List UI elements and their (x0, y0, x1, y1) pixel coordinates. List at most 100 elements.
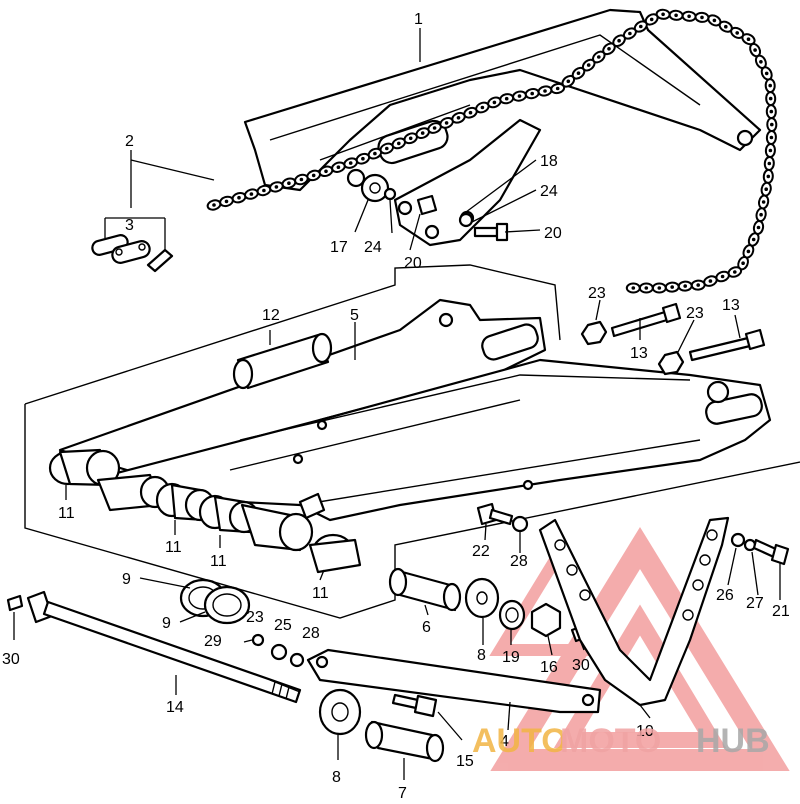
collar-6 (388, 567, 462, 612)
chain-pin (741, 261, 745, 266)
bolt-13-lower (688, 328, 766, 362)
chain-pin (249, 192, 254, 196)
chain-pin (432, 126, 437, 130)
washer-28-right (511, 515, 529, 533)
chain-pin (468, 110, 473, 115)
washer-8-lower-hole (331, 702, 349, 722)
pivot-bushings (48, 448, 362, 574)
chain-pin (759, 60, 763, 64)
callout-12: 12 (262, 307, 280, 324)
bolt-21 (752, 538, 790, 566)
chain-pin (420, 131, 425, 135)
chain-pin (444, 121, 449, 125)
chain-pin (761, 200, 766, 204)
callout-29: 29 (204, 633, 222, 650)
chain-pin (224, 199, 229, 204)
callout-8-lower: 8 (332, 769, 341, 786)
chain-pin (555, 86, 560, 91)
callout-14: 14 (166, 699, 184, 716)
nut-23-lower (657, 350, 685, 376)
leader-lines (13, 28, 781, 780)
nut-23-upper (580, 320, 608, 346)
callout-2: 2 (125, 133, 134, 150)
chain-pin (768, 83, 772, 88)
washer-19-hole (505, 607, 519, 623)
callout-27: 27 (746, 595, 764, 612)
callout-21: 21 (772, 603, 790, 620)
callout-7: 7 (398, 785, 407, 802)
callout-18: 18 (540, 153, 558, 170)
washer-24-left (383, 187, 397, 201)
callout-3: 3 (125, 217, 134, 234)
chain-pin (397, 141, 401, 146)
chain-pin (586, 63, 591, 67)
chain-pin (262, 188, 266, 193)
chain-pin (756, 225, 761, 230)
chain-pin (530, 91, 534, 96)
callout-6: 6 (422, 619, 431, 636)
collar-17 (360, 173, 390, 203)
chain-pin (274, 185, 279, 189)
chain-pin (769, 109, 774, 114)
chain-pin (480, 105, 485, 110)
callout-5: 5 (350, 307, 359, 324)
callout-22: 22 (472, 543, 490, 560)
callout-1: 1 (414, 11, 423, 28)
washer-8-lower (318, 688, 362, 736)
chain-pin (769, 135, 774, 140)
chain-pin (408, 136, 413, 141)
callout-10: 10 (636, 723, 654, 740)
chain-pin (753, 48, 757, 52)
chain-pin (287, 181, 291, 185)
chain-pin (712, 18, 717, 23)
chain-pin (336, 165, 341, 169)
callout-30-right: 30 (572, 657, 590, 674)
chain-pin (299, 177, 304, 182)
chain-guide-plate (393, 118, 542, 247)
callout-17: 17 (330, 239, 348, 256)
drive-chain (206, 8, 778, 294)
callout-24-right: 24 (540, 183, 558, 200)
pivot-bolt-14 (26, 590, 302, 704)
chain-pin (687, 14, 691, 19)
washer-25 (270, 643, 288, 661)
callout-11-a: 11 (58, 505, 75, 522)
callout-9-lower: 9 (162, 615, 171, 632)
chain-pin (628, 31, 632, 36)
chain-pin (361, 156, 365, 161)
callout-20-right: 20 (544, 225, 562, 242)
chain-pin (644, 286, 649, 290)
chain-pin (708, 279, 713, 283)
callout-20-left: 20 (404, 255, 422, 272)
chain-pin (385, 146, 389, 151)
washer-24-right (458, 212, 474, 228)
grease-fitting-30-left (6, 594, 24, 612)
dust-seal-9-lower (203, 585, 251, 625)
washer-26 (730, 532, 746, 548)
chain-pin (504, 96, 509, 101)
chain-pin (649, 17, 654, 22)
chain-pin (670, 285, 674, 289)
master-link (91, 234, 174, 273)
chain-pin (639, 24, 643, 29)
chain-pin (700, 15, 704, 20)
bolt-20-right (473, 222, 509, 242)
chain-pin (566, 79, 571, 84)
chain-pin (764, 187, 768, 191)
callout-15: 15 (456, 753, 474, 770)
callout-23-upper: 23 (588, 285, 606, 302)
watermark-auto: AUTO (472, 722, 568, 760)
chain-pin (768, 96, 773, 101)
chain-pin (631, 286, 636, 290)
callout-11-b: 11 (165, 539, 182, 556)
chain-pin (657, 286, 662, 290)
chain-pin (311, 173, 316, 178)
chain-pin (212, 203, 216, 207)
washer-8-upper-hole (476, 591, 488, 605)
chain-pin (720, 274, 725, 279)
chain-pin (770, 122, 774, 127)
chain-pin (237, 195, 241, 200)
chain-pin (492, 100, 497, 105)
swingarm (58, 298, 772, 522)
